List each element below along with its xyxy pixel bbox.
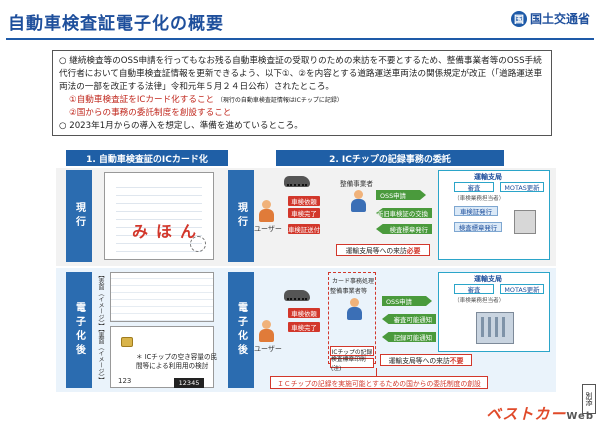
card-number-left: 123	[118, 377, 132, 385]
front-image-label: 【表面（イメージ）】	[97, 272, 104, 329]
mechanic-icon-after	[346, 298, 362, 320]
row-label-current-left: 現行	[66, 170, 92, 262]
business-label-current: 整備事業者	[340, 180, 373, 188]
visit-status-current: 必要	[406, 247, 421, 255]
user-label-after: ユーザー	[254, 345, 282, 353]
summary-item-2: ②国からの事務の委託制度を創設すること	[69, 108, 232, 118]
ic-card-back-image	[110, 326, 214, 388]
office-tab-motas-current: MOTAS更新	[500, 182, 544, 192]
certificate-seal-icon	[190, 236, 206, 252]
delegation-banner: ＩＣチップの記録を実施可能とするための国からの委託制度の創設	[270, 376, 488, 389]
flow-tag-after-1: 車検依頼	[288, 308, 320, 318]
user-label-current: ユーザー	[254, 225, 282, 233]
certificate-grid	[116, 182, 202, 252]
ministry-emblem-icon: 国	[510, 10, 527, 27]
flow-tag-current-1: 車検依頼	[288, 196, 320, 206]
visit-box-current: 運輸支局等への来訪必要	[336, 244, 430, 256]
summary-item-1: ①自動車検査証をICカード化すること	[69, 95, 215, 105]
flow-arrow-current-label: 検査標章発行	[376, 224, 432, 234]
oss-apply-arrow-after: OSS申請	[382, 296, 432, 306]
ic-card-front-image	[110, 272, 214, 322]
summary-item-1-note: （現行の自動車検査証情報はICチップに記録）	[216, 97, 343, 104]
header-divider	[6, 38, 594, 40]
banner-connector	[376, 368, 377, 376]
visit-text-current: 運輸支局等への来訪	[345, 247, 407, 255]
slide-header: 自動車検査証電子化の概要 国 国土交通省	[0, 0, 600, 44]
section-title-ic-card: 1. 自動車検査証のICカード化	[66, 150, 228, 166]
user-icon-current	[258, 200, 274, 222]
visit-text-after: 運輸支局等への来訪	[388, 357, 450, 365]
office-building-icon	[476, 312, 514, 344]
attachment-tag: 別添	[582, 384, 596, 414]
row-label-after-right: 電子化後	[228, 272, 254, 388]
flow-tag-current-3: 車検証送付	[288, 224, 320, 234]
car-icon-current	[284, 176, 310, 187]
watermark-brand: ベストカー	[486, 405, 567, 423]
section-title-ic-chip: 2. ICチップの記録事務の委託	[276, 150, 504, 166]
office-tab-review-after: 審査	[454, 284, 494, 294]
office-subnote-current: （車検業務担当者）	[454, 196, 505, 202]
summary-paragraph-1: ○ 継続検査等のOSS申請を行ってもなお残る自動車検査証の受取りのための来訪を不…	[59, 56, 543, 92]
chip-capacity-note: ＊ ICチップの空き容量の民間等による利用用の検討	[136, 353, 218, 370]
row-label-after-left: 電子化後	[66, 272, 92, 388]
mechanic-icon-current	[350, 190, 366, 212]
printer-icon	[514, 210, 536, 234]
business-label-after: 整備事業者等	[330, 288, 368, 295]
summary-paragraph-2: ○ 2023年1月からの導入を想定し、準備を進めているところ。	[59, 121, 303, 131]
user-icon-after	[258, 320, 274, 342]
visit-status-after: 不要	[449, 357, 464, 365]
card-process-label: カード事務処理	[332, 278, 375, 285]
ministry-logo: 国 国土交通省	[510, 10, 590, 27]
page-title: 自動車検査証電子化の概要	[8, 14, 224, 34]
office-subnote-after: （車検業務担当者）	[454, 298, 505, 304]
ic-record-box: ICチップの記録	[330, 346, 374, 356]
label-print-box: 検査標章印刷(注)	[330, 357, 374, 372]
office-title-current: 運輸支局	[474, 173, 502, 181]
record-notice-arrow: 記録可能通知	[382, 332, 436, 342]
sample-stamp-text: みほん	[132, 222, 205, 241]
card-number-badge: 12345	[174, 378, 204, 388]
ministry-name: 国土交通省	[529, 12, 590, 26]
office-tab-review-current: 審査	[454, 182, 494, 192]
office-btn-issue-label: 検査標章発行	[454, 222, 502, 232]
visit-box-after: 運輸支局等への来訪不要	[380, 354, 472, 366]
office-tab-motas-after: MOTAS更新	[500, 284, 544, 294]
car-icon-after	[284, 290, 310, 301]
review-notice-arrow: 審査可能通知	[382, 314, 436, 324]
office-title-after: 運輸支局	[474, 275, 502, 283]
site-watermark: ベストカーWeb	[486, 403, 594, 424]
watermark-suffix: Web	[566, 411, 594, 422]
flow-tag-current-2: 車検完了	[288, 208, 320, 218]
row-label-current-right: 現行	[228, 170, 254, 262]
back-image-label: 【裏面（イメージ）】	[97, 326, 104, 383]
flow-arrow-current-exchange: 新旧車検証の交換	[376, 208, 432, 218]
flow-tag-after-2: 車検完了	[288, 322, 320, 332]
office-btn-issue-cert: 車検証発行	[454, 206, 498, 216]
oss-apply-arrow-current: OSS申請	[376, 190, 426, 200]
ic-chip-icon	[121, 337, 133, 347]
summary-box: ○ 継続検査等のOSS申請を行ってもなお残る自動車検査証の受取りのための来訪を不…	[52, 50, 552, 136]
